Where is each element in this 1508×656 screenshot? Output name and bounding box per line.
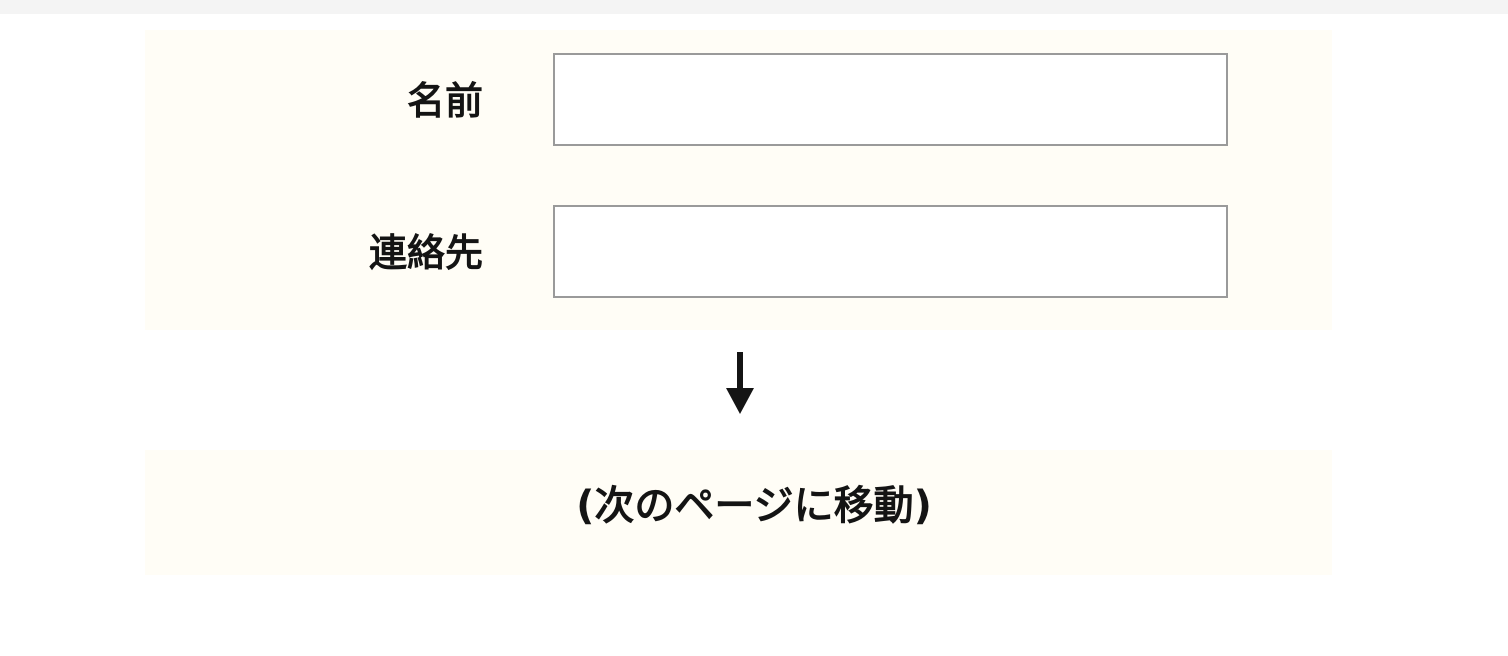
next-step-text: (次のページに移動) [576,483,932,529]
next-step-panel [145,450,1332,575]
name-label: 名前 [406,79,483,123]
name-input[interactable] [553,53,1228,146]
contact-label: 連絡先 [368,231,483,275]
arrow-down-icon [726,352,754,414]
top-strip [0,0,1508,14]
contact-input[interactable] [553,205,1228,298]
